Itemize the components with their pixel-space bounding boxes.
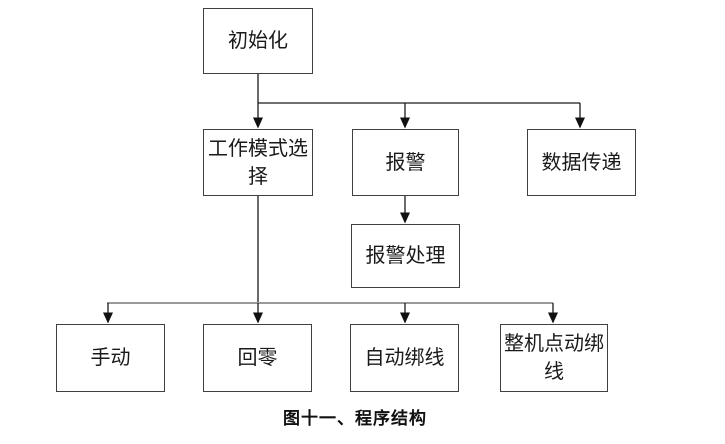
node-manual: 手动 bbox=[56, 324, 165, 392]
node-data-transfer-label: 数据传递 bbox=[541, 151, 622, 174]
node-alarm-handling-label: 报警处理 bbox=[365, 245, 446, 267]
node-auto-wire-binding: 自动绑线 bbox=[350, 324, 459, 392]
node-initialization: 初始化 bbox=[203, 8, 313, 74]
node-initialization-label: 初始化 bbox=[228, 30, 288, 52]
node-return-zero-label: 回零 bbox=[237, 347, 278, 369]
node-alarm: 报警 bbox=[352, 129, 459, 196]
node-work-mode-select-label: 工作模式选择 bbox=[208, 137, 308, 188]
node-jog-wire-binding-label: 整机点动绑线 bbox=[504, 333, 604, 383]
node-alarm-label: 报警 bbox=[385, 151, 426, 174]
node-manual-label: 手动 bbox=[90, 347, 131, 369]
node-return-zero: 回零 bbox=[203, 324, 312, 392]
figure-caption: 图十一、程序结构 bbox=[283, 409, 427, 428]
node-jog-wire-binding: 整机点动绑线 bbox=[500, 324, 608, 392]
node-auto-wire-binding-label: 自动绑线 bbox=[364, 347, 445, 369]
node-work-mode-select: 工作模式选择 bbox=[203, 129, 313, 196]
node-data-transfer: 数据传递 bbox=[527, 129, 636, 196]
node-alarm-handling: 报警处理 bbox=[351, 224, 460, 288]
